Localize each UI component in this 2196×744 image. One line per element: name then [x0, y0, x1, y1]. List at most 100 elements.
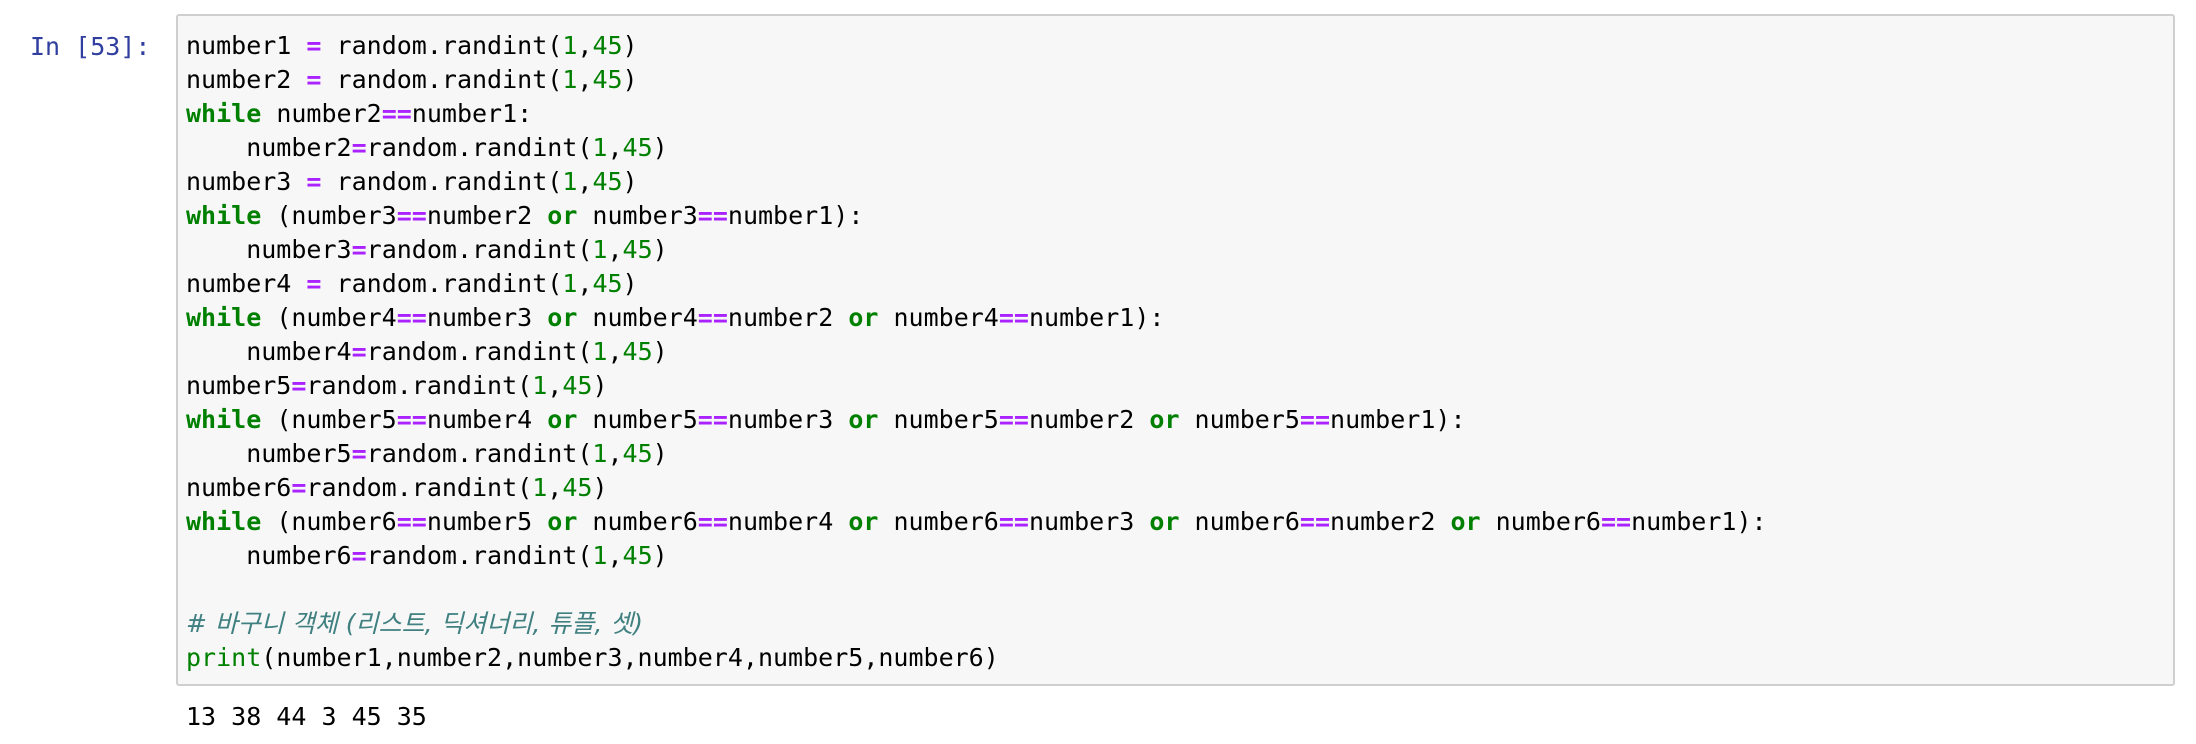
code-token: while	[186, 99, 262, 128]
code-token: random.randint(	[366, 541, 593, 570]
code-token: ,	[607, 133, 623, 162]
input-prompt: In [53]:	[30, 32, 151, 61]
code-token: or	[1149, 405, 1180, 434]
code-token: 1	[562, 65, 578, 94]
code-token: ,	[607, 337, 623, 366]
code-token: while	[186, 303, 262, 332]
code-token: )	[592, 473, 608, 502]
code-token: ,	[607, 439, 623, 468]
code-token: while	[186, 405, 262, 434]
code-token: number5	[577, 405, 698, 434]
code-token: )	[652, 235, 668, 264]
code-token: while	[186, 507, 262, 536]
code-token: ,	[547, 473, 563, 502]
code-token: 45	[622, 133, 653, 162]
code-token: 45	[622, 439, 653, 468]
code-token: random.randint(	[321, 31, 563, 60]
code-token: or	[1149, 507, 1180, 536]
code-line: number5=random.randint(1,45)	[186, 437, 1767, 471]
code-token: number5	[186, 371, 292, 400]
code-line: while (number6==number5 or number6==numb…	[186, 505, 1767, 539]
code-token: (number1,number2,number3,number4,number5…	[261, 643, 999, 672]
code-token: random.randint(	[366, 235, 593, 264]
code-token: random.randint(	[366, 337, 593, 366]
code-token: number3	[426, 303, 548, 332]
code-token: ==	[1600, 507, 1632, 536]
code-token: number6	[577, 507, 698, 536]
code-token: 45	[622, 235, 653, 264]
code-token: 1	[562, 31, 578, 60]
code-line: while number2==number1:	[186, 97, 1767, 131]
code-token: or	[848, 405, 879, 434]
code-token: (number5	[261, 405, 397, 434]
code-line: number4=random.randint(1,45)	[186, 335, 1767, 369]
code-editor[interactable]: number1 = random.randint(1,45)number2 = …	[176, 14, 2175, 686]
code-token: number2	[1028, 405, 1150, 434]
code-token: ==	[998, 507, 1029, 536]
code-token: =	[351, 541, 367, 570]
code-token: random.randint(	[306, 473, 533, 502]
code-token: number2	[186, 65, 307, 94]
cell-output: 13 38 44 3 45 35	[186, 702, 427, 731]
code-token: or	[1450, 507, 1481, 536]
code-token: 45	[592, 167, 623, 196]
code-token: 45	[592, 31, 623, 60]
code-token: 1	[562, 167, 578, 196]
code-content[interactable]: number1 = random.randint(1,45)number2 = …	[186, 29, 1767, 675]
code-line: number4 = random.randint(1,45)	[186, 267, 1767, 301]
code-token: ==	[998, 405, 1029, 434]
code-token: number1:	[411, 99, 533, 128]
code-token: )	[652, 133, 668, 162]
code-token: =	[306, 31, 322, 60]
code-token: ==	[998, 303, 1029, 332]
code-token: while	[186, 201, 262, 230]
code-token: ==	[396, 507, 427, 536]
code-token: or	[848, 303, 879, 332]
code-token: number4	[727, 507, 849, 536]
code-token: number2	[727, 303, 849, 332]
code-token: number6	[1179, 507, 1300, 536]
code-token: ,	[547, 371, 563, 400]
code-token: or	[547, 201, 578, 230]
code-token: =	[351, 133, 367, 162]
code-line: while (number3==number2 or number3==numb…	[186, 199, 1767, 233]
code-token: number6	[186, 473, 292, 502]
code-token: 45	[622, 541, 653, 570]
code-token: ==	[697, 507, 728, 536]
code-token: =	[351, 235, 367, 264]
code-line: # 바구니 객체 (리스트, 딕셔너리, 튜플, 셋)	[186, 607, 1767, 641]
code-line	[186, 573, 1767, 607]
code-token: ==	[396, 201, 427, 230]
code-token: number3	[577, 201, 698, 230]
code-line: print(number1,number2,number3,number4,nu…	[186, 641, 1767, 675]
code-token: ==	[697, 201, 728, 230]
code-token: number3	[1028, 507, 1150, 536]
code-token: ==	[381, 99, 412, 128]
code-line: number2=random.randint(1,45)	[186, 131, 1767, 165]
code-token: =	[306, 269, 322, 298]
code-token: number6	[186, 541, 352, 570]
code-token: 1	[592, 235, 608, 264]
code-token: =	[291, 371, 307, 400]
code-token: ==	[1299, 405, 1331, 434]
code-token: number4	[186, 337, 352, 366]
code-token: random.randint(	[321, 167, 563, 196]
code-token: number2	[426, 201, 548, 230]
code-line: while (number5==number4 or number5==numb…	[186, 403, 1767, 437]
code-token: )	[622, 269, 638, 298]
code-token: )	[652, 439, 668, 468]
code-token: 45	[562, 473, 593, 502]
code-line: number6=random.randint(1,45)	[186, 539, 1767, 573]
code-token: 45	[622, 337, 653, 366]
code-token: 45	[592, 65, 623, 94]
code-token: ,	[577, 167, 593, 196]
code-token: number1):	[1028, 303, 1165, 332]
code-line: number6=random.randint(1,45)	[186, 471, 1767, 505]
code-line: number1 = random.randint(1,45)	[186, 29, 1767, 63]
code-token: random.randint(	[321, 269, 563, 298]
code-token: ==	[396, 303, 427, 332]
code-token: random.randint(	[366, 439, 593, 468]
code-token: random.randint(	[321, 65, 563, 94]
code-line: number3=random.randint(1,45)	[186, 233, 1767, 267]
code-token: number2	[1330, 507, 1451, 536]
